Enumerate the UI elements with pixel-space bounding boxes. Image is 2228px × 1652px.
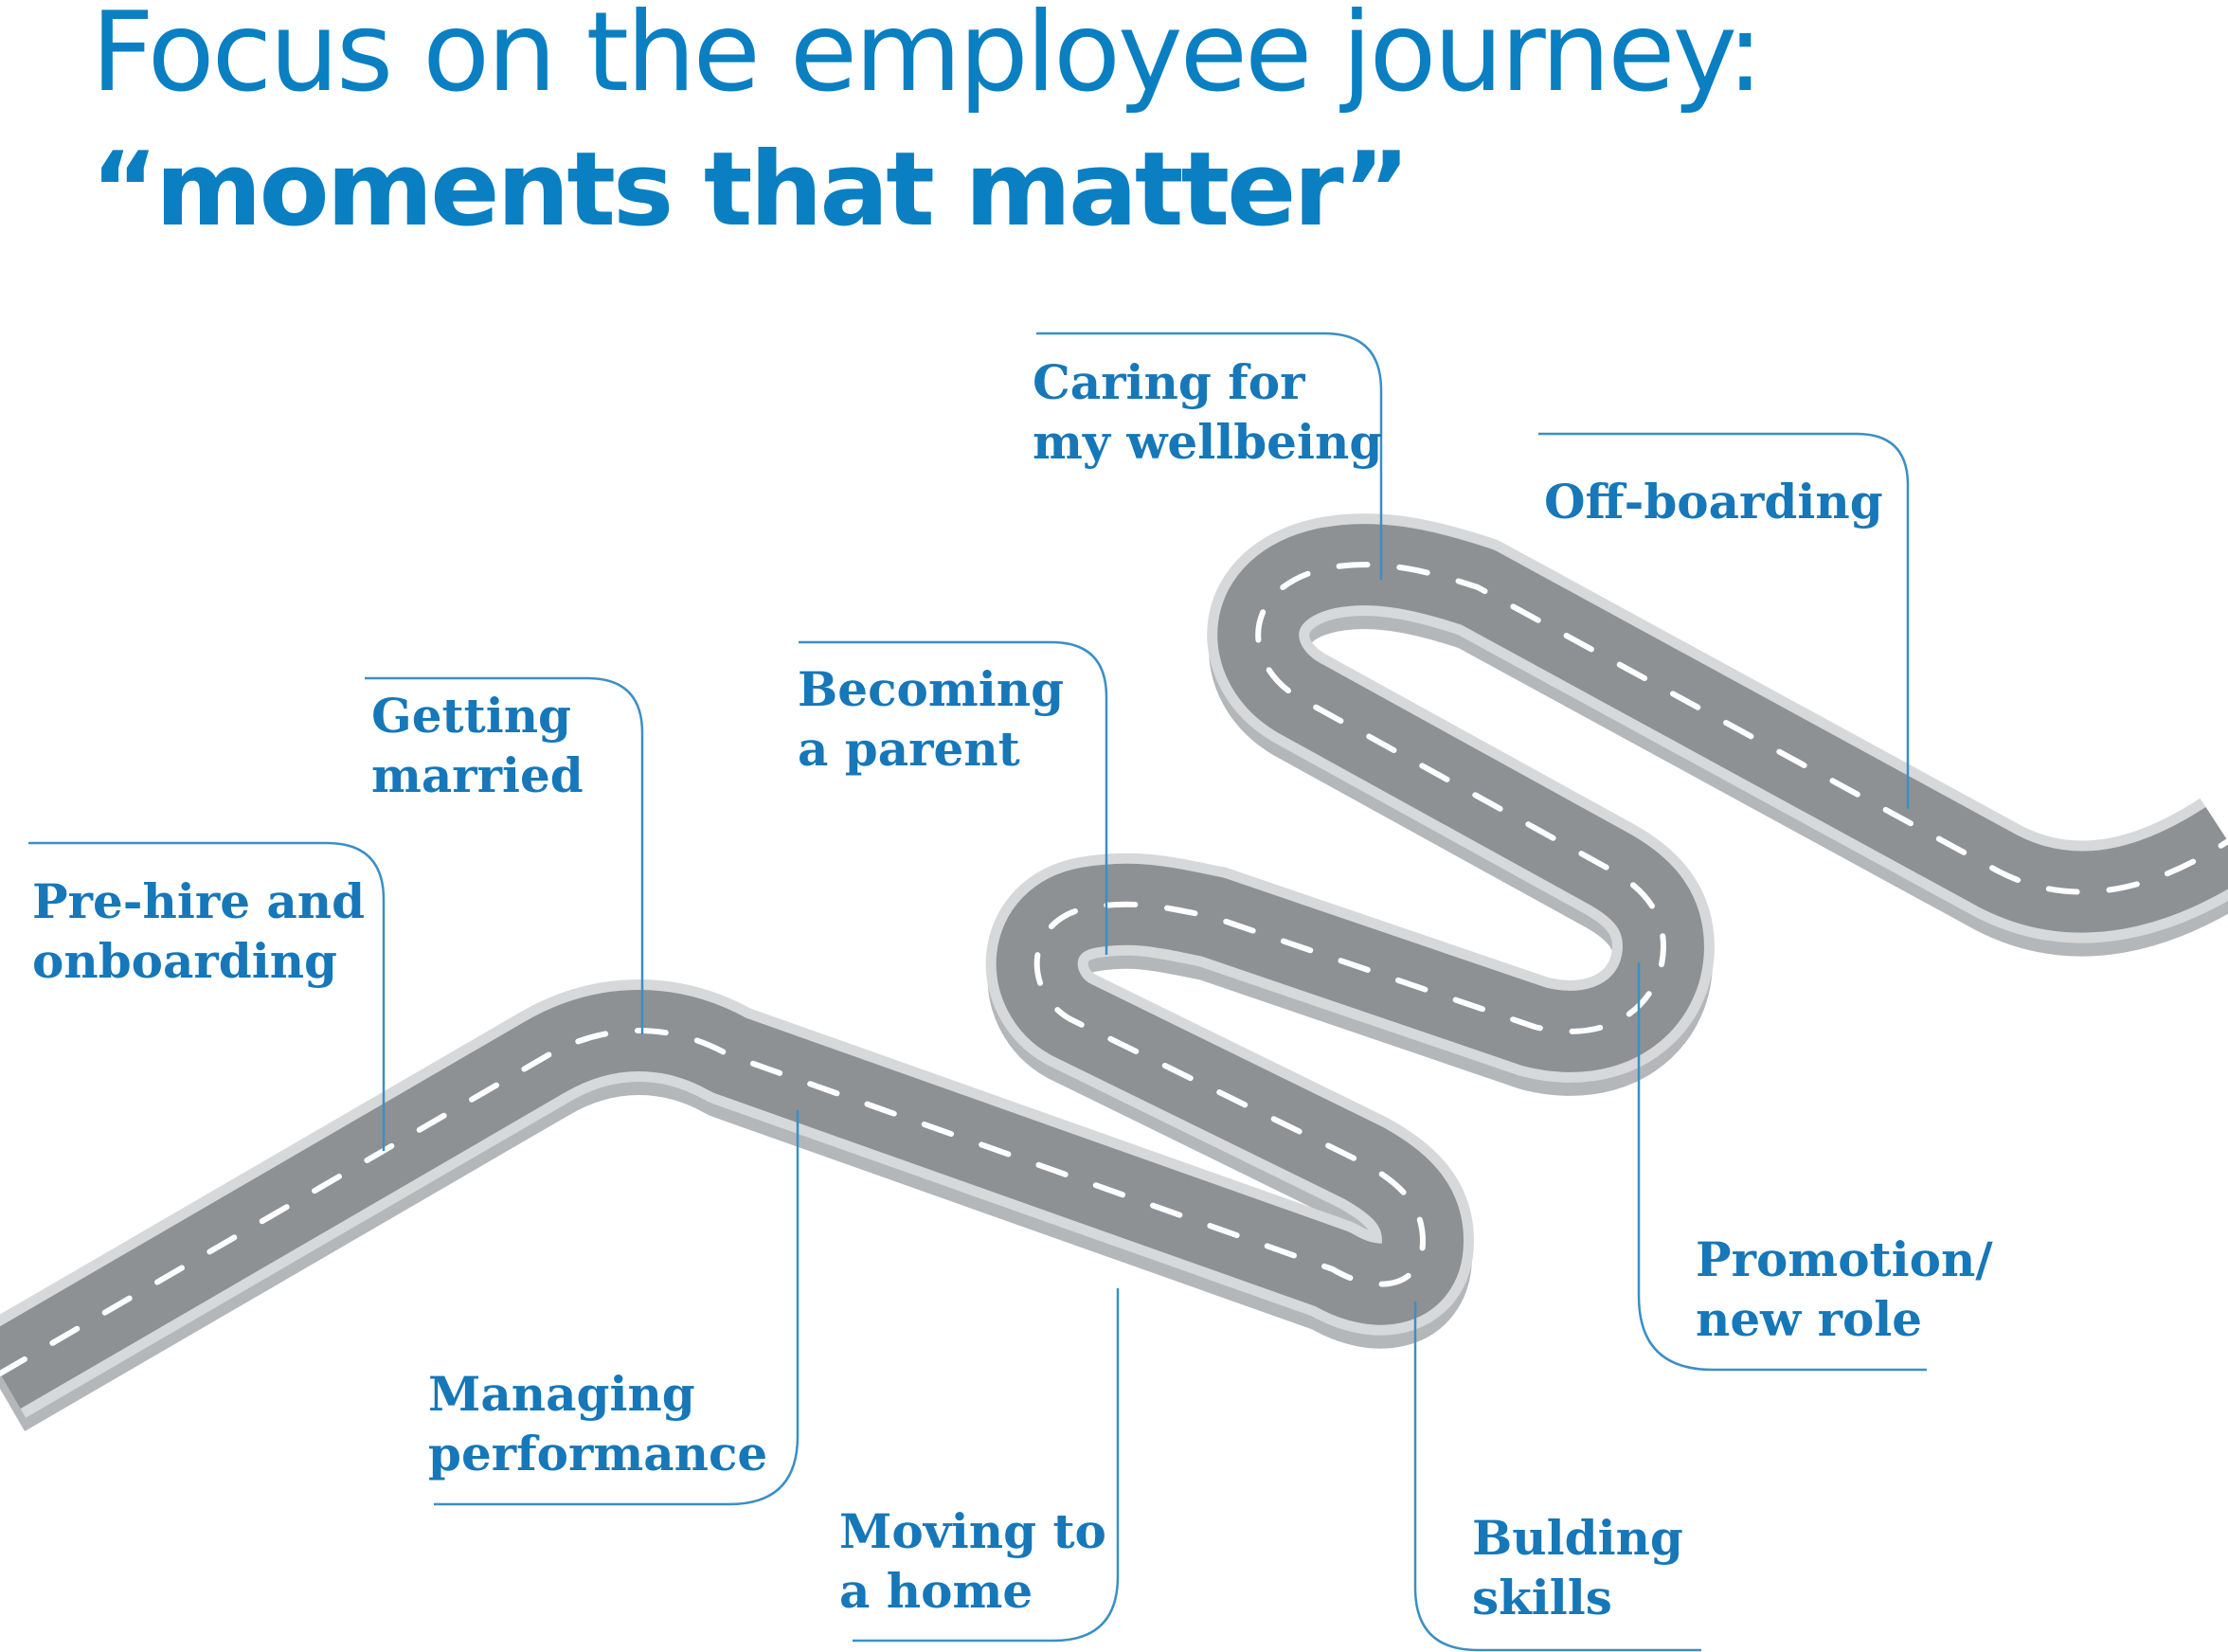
- title-line-1: Focus on the employee journey:: [91, 0, 1764, 117]
- milestone-label-line-2: performance: [428, 1426, 768, 1481]
- milestone-label-line-1: Bulding: [1472, 1510, 1683, 1566]
- connector-wellbeing: [1036, 332, 1383, 580]
- milestone-moving-home: Moving to a home: [839, 1501, 1106, 1621]
- milestone-promotion-new-role: Promotion/ new role: [1696, 1230, 1993, 1349]
- connector-skills: [1413, 1302, 1701, 1652]
- title-line-2: “moments that matter”: [91, 131, 1410, 249]
- milestone-becoming-parent: Becoming a parent: [798, 659, 1064, 779]
- milestone-label-line-1: Off-boarding: [1544, 474, 1883, 530]
- milestone-label-line-2: a home: [839, 1563, 1033, 1619]
- lane-markings: [0, 562, 2228, 1376]
- milestone-label-line-1: Pre-hire and: [32, 873, 366, 929]
- road: [0, 513, 2228, 1431]
- milestone-label-line-2: my wellbeing: [1033, 414, 1383, 470]
- milestone-getting-married: Getting married: [371, 686, 584, 805]
- connector-promotion: [1637, 962, 1927, 1372]
- milestone-caring-wellbeing: Caring for my wellbeing: [1033, 352, 1382, 472]
- milestone-label-line-2: skills: [1472, 1570, 1612, 1625]
- connector-married: [365, 676, 644, 1034]
- milestone-managing-performance: Managing performance: [428, 1364, 767, 1483]
- milestone-label-line-1: Getting: [371, 688, 572, 744]
- milestone-building-skills: Bulding skills: [1472, 1508, 1683, 1627]
- connector-lines: [28, 332, 1927, 1652]
- connector-parent: [799, 640, 1108, 955]
- milestone-label-line-1: Becoming: [798, 661, 1065, 717]
- milestone-offboarding: Off-boarding: [1544, 472, 1883, 531]
- milestone-label-line-2: new role: [1696, 1291, 1923, 1347]
- milestone-label-line-1: Promotion/: [1696, 1231, 1993, 1287]
- milestone-label-line-2: married: [371, 747, 584, 803]
- connector-moving: [853, 1288, 1120, 1643]
- milestone-label-line-2: a parent: [798, 721, 1020, 777]
- connector-managing: [434, 1110, 800, 1506]
- milestone-prehire-onboarding: Pre-hire and onboarding: [32, 871, 365, 991]
- milestone-label-line-1: Managing: [428, 1366, 695, 1422]
- connector-prehire: [28, 841, 386, 1151]
- milestone-label-line-1: Moving to: [839, 1503, 1106, 1559]
- milestone-label-line-2: onboarding: [32, 933, 338, 989]
- connector-offboarding: [1538, 432, 1910, 809]
- milestone-label-line-1: Caring for: [1033, 354, 1305, 410]
